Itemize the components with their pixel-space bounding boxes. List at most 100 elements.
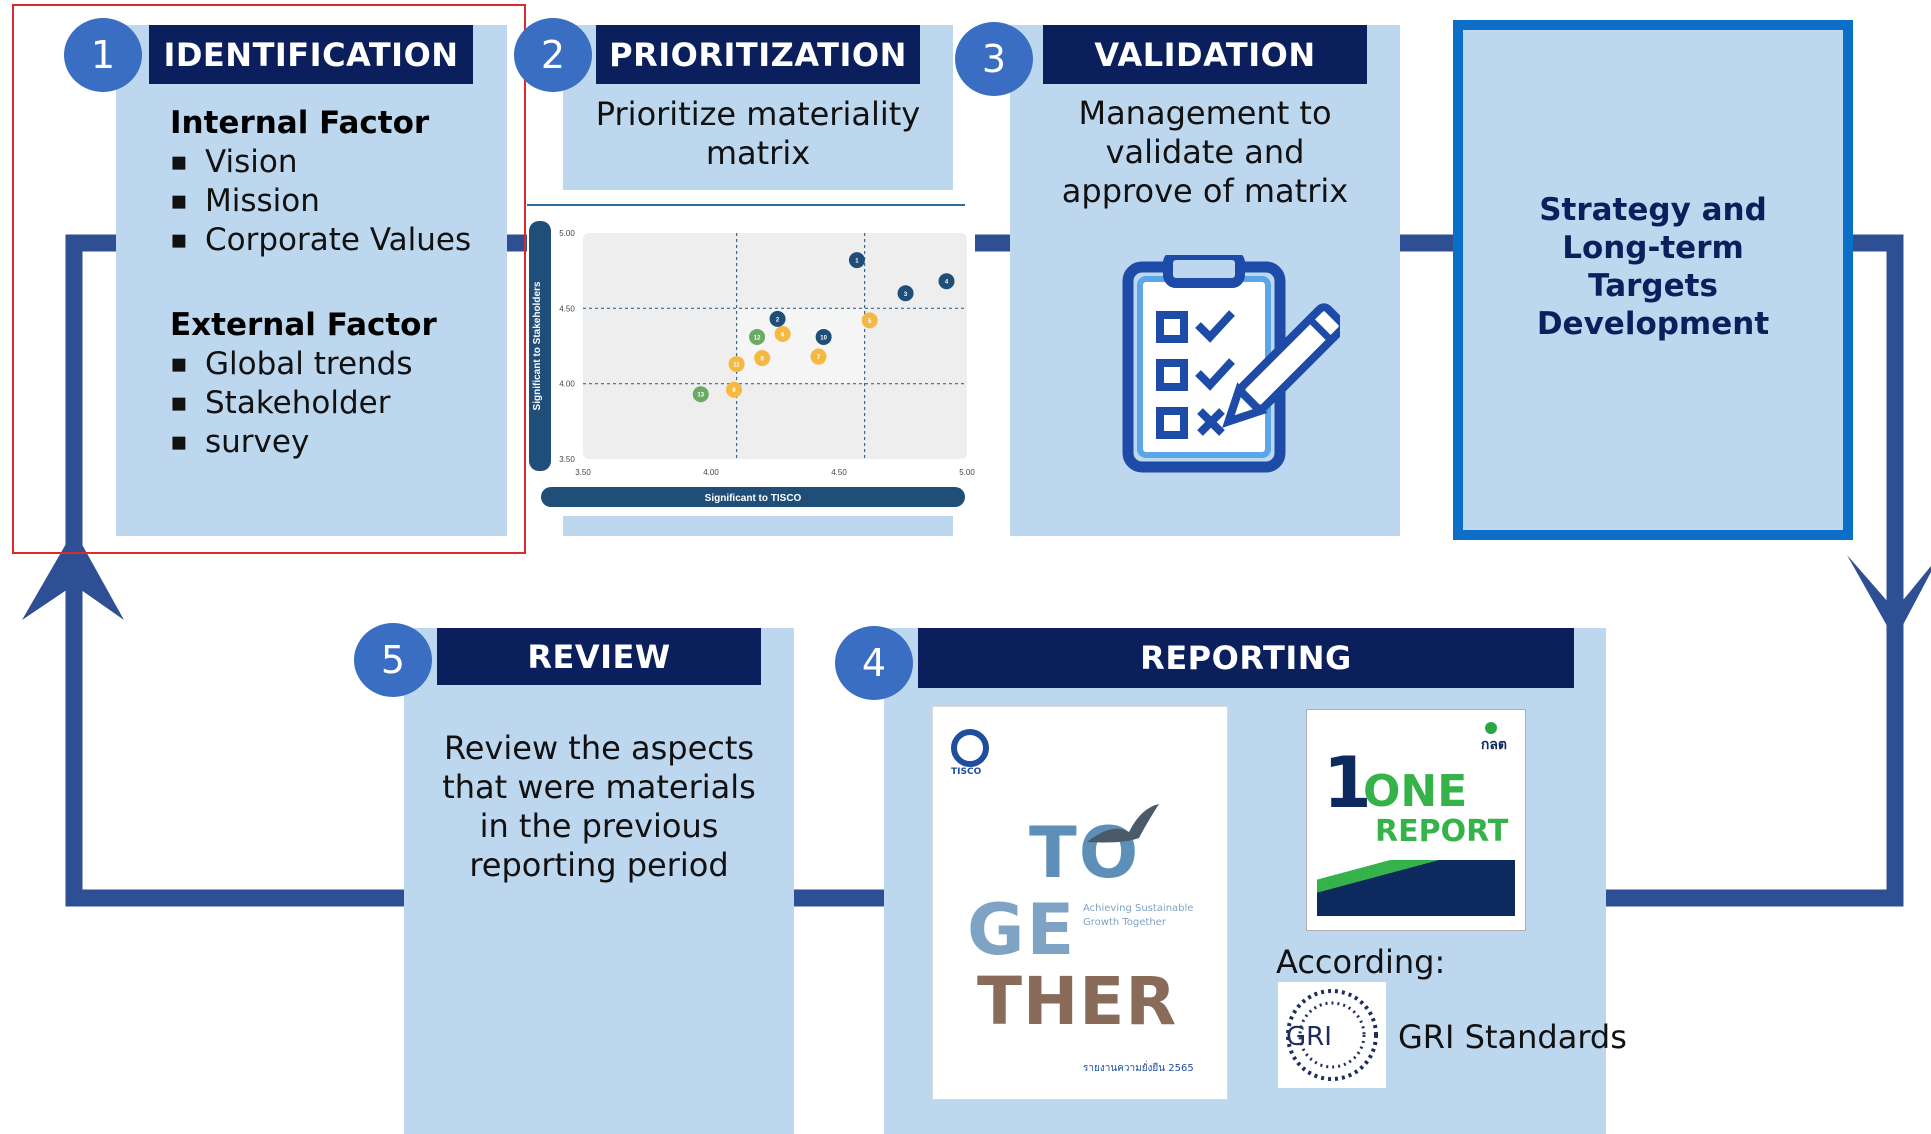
step-number-4: 4 xyxy=(835,626,913,700)
y-tick-label: 3.50 xyxy=(559,455,575,464)
x-axis-label: Significant to TISCO xyxy=(705,493,802,504)
matrix-point xyxy=(897,285,914,302)
validation-text: Management to validate and approve of ma… xyxy=(1010,94,1400,211)
matrix-point-label: 2 xyxy=(776,317,780,323)
reporting-header: REPORTING xyxy=(918,628,1574,688)
one-report-digit: 1 xyxy=(1323,742,1372,824)
identification-highlight-frame xyxy=(12,4,526,554)
strategy-text-line: Targets xyxy=(1588,268,1718,304)
matrix-point xyxy=(749,328,766,345)
one-report-stripes xyxy=(1317,860,1515,916)
matrix-point-label: 10 xyxy=(820,335,827,341)
external-factor-list: Global trends Stakeholder survey xyxy=(170,345,500,462)
y-axis-label: Significant to Stakeholders xyxy=(532,281,543,410)
clipboard-checklist-icon xyxy=(1122,255,1340,473)
strategy-text-line: Development xyxy=(1536,306,1770,342)
strategy-text-line: Strategy and xyxy=(1539,192,1767,228)
prioritization-text: Prioritize materiality matrix xyxy=(563,95,953,173)
review-panel xyxy=(404,628,794,1134)
prioritization-panel-footer xyxy=(563,516,953,536)
list-item: Corporate Values xyxy=(170,221,500,260)
bird-icon xyxy=(1083,802,1163,862)
matrix-point-label: 12 xyxy=(754,335,761,341)
prioritization-text-line: Prioritize materiality xyxy=(595,95,921,133)
review-text-line: that were materials xyxy=(442,768,756,806)
matrix-point-label: 1 xyxy=(855,259,859,265)
list-item: survey xyxy=(170,423,500,462)
list-item: Vision xyxy=(170,143,500,182)
prioritization-text-line: matrix xyxy=(705,134,811,172)
validation-header: VALIDATION xyxy=(1043,25,1367,84)
sustainability-report-cover: TISCO TO GE Achieving Sustainable Growth… xyxy=(932,706,1228,1100)
matrix-point xyxy=(861,312,878,329)
matrix-point xyxy=(754,350,771,367)
matrix-point-label: 13 xyxy=(697,393,704,399)
y-tick-label: 4.00 xyxy=(559,380,575,389)
matrix-point-label: 7 xyxy=(817,355,821,361)
cover-title-to: TO xyxy=(1029,812,1141,894)
list-item: Mission xyxy=(170,182,500,221)
up-arrow-head xyxy=(22,530,124,620)
validation-text-line: validate and xyxy=(1105,133,1305,171)
gri-globe-icon xyxy=(1286,989,1378,1081)
matrix-point-label: 8 xyxy=(761,357,765,363)
review-text-line: reporting period xyxy=(469,846,729,884)
matrix-point-label: 9 xyxy=(732,388,736,394)
cover-subtitle: Achieving Sustainable xyxy=(1083,903,1194,914)
matrix-point xyxy=(848,252,865,269)
prioritization-header: PRIORITIZATION xyxy=(596,25,920,84)
cover-title-ther: THER xyxy=(977,963,1178,1040)
step-number-1: 1 xyxy=(64,18,142,92)
y-tick-label: 5.00 xyxy=(559,229,575,238)
step-number-2: 2 xyxy=(514,18,592,92)
matrix-point xyxy=(728,356,745,373)
gri-logo: GRI xyxy=(1278,982,1386,1088)
matrix-mid-quadrant xyxy=(736,308,865,384)
matrix-point-label: 6 xyxy=(781,332,785,338)
matrix-point xyxy=(810,348,827,365)
matrix-point-label: 3 xyxy=(904,292,908,298)
identification-content: Internal Factor Vision Mission Corporate… xyxy=(170,104,500,462)
y-tick-label: 4.50 xyxy=(559,304,575,313)
cover-subtitle: Growth Together xyxy=(1083,917,1166,928)
list-item: Stakeholder xyxy=(170,384,500,423)
x-tick-label: 3.50 xyxy=(575,468,591,477)
cover-title-ge: GE xyxy=(967,889,1077,971)
one-report-one: ONE xyxy=(1363,766,1468,817)
internal-factor-heading: Internal Factor xyxy=(170,105,430,141)
strategy-box xyxy=(1453,20,1853,540)
review-text-line: in the previous xyxy=(479,807,719,845)
y-axis-bar xyxy=(529,221,551,471)
review-text-line: Review the aspects xyxy=(443,729,755,767)
matrix-point-label: 4 xyxy=(945,280,949,286)
matrix-point-label: 5 xyxy=(868,319,872,325)
strategy-text-line: Long-term xyxy=(1562,230,1744,266)
x-axis-bar xyxy=(541,487,965,507)
validation-text-line: Management to xyxy=(1078,94,1332,132)
step-number-5: 5 xyxy=(354,623,432,697)
one-report-report: REPORT xyxy=(1375,814,1509,849)
matrix-point xyxy=(769,310,786,327)
review-header: REVIEW xyxy=(437,628,761,685)
review-text: Review the aspects that were materials i… xyxy=(404,729,794,885)
internal-factor-list: Vision Mission Corporate Values xyxy=(170,143,500,260)
x-tick-label: 5.00 xyxy=(959,468,975,477)
x-tick-label: 4.00 xyxy=(703,468,719,477)
validation-text-line: approve of matrix xyxy=(1061,172,1349,210)
matrix-point xyxy=(692,386,709,403)
strategy-text: Strategy and Long-term Targets Developme… xyxy=(1453,191,1853,343)
matrix-point-label: 11 xyxy=(733,363,740,369)
matrix-point xyxy=(774,325,791,342)
according-label: According: xyxy=(1276,943,1446,981)
down-arrow-head xyxy=(1847,555,1931,640)
sec-logo: กลต xyxy=(1480,737,1507,753)
cover-footer-text: รายงานความยั่งยืน 2565 xyxy=(1083,1063,1194,1074)
one-report-cover: กลต 1 ONE REPORT xyxy=(1306,709,1526,931)
tisco-logo xyxy=(951,729,989,767)
tisco-logo-text: TISCO xyxy=(951,767,982,777)
identification-header: IDENTIFICATION xyxy=(149,25,473,84)
external-factor-heading: External Factor xyxy=(170,307,437,343)
